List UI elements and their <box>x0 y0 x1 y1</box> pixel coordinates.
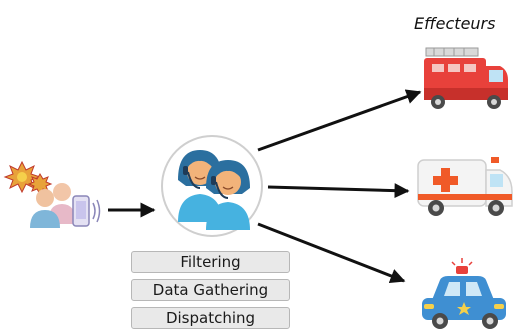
step-filtering: Filtering <box>131 251 290 273</box>
ambulance-icon <box>417 157 513 216</box>
arrow-dispatcher-to-police <box>257 222 406 284</box>
step-dispatching: Dispatching <box>131 307 290 329</box>
fire-truck-icon <box>424 47 508 109</box>
incident-caller-icon <box>3 160 101 228</box>
effecteurs-title: Effecteurs <box>414 14 496 33</box>
police-car-icon <box>422 258 506 329</box>
arrow-dispatcher-to-fire-truck <box>257 89 422 152</box>
step-data-gathering: Data Gathering <box>131 279 290 301</box>
dispatcher-operators-icon <box>161 135 263 237</box>
arrow-dispatcher-to-ambulance <box>267 183 410 199</box>
